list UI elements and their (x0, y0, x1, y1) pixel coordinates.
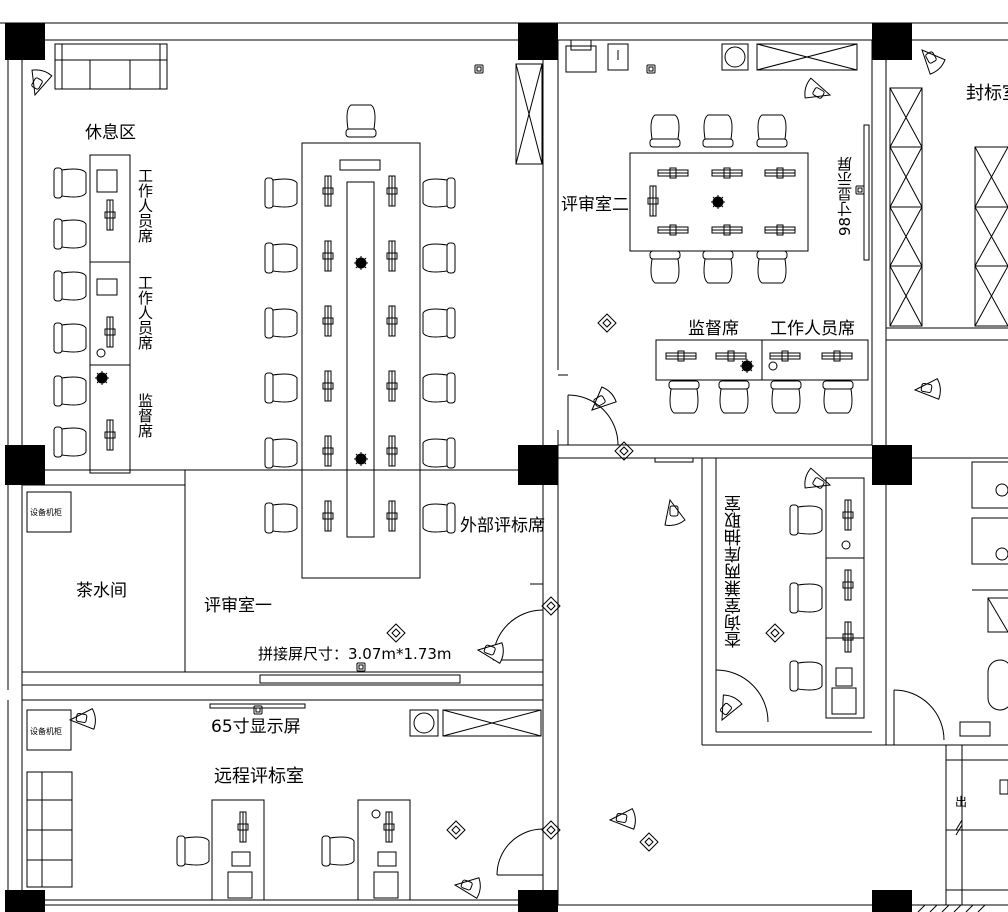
label-screen-98: 98寸显示屏 (836, 157, 854, 236)
label-supervision-seat: 监督席 (136, 393, 154, 438)
label-review-room-1: 评审室一 (204, 596, 272, 616)
pillar (872, 23, 912, 60)
pillar (518, 23, 558, 60)
conference-chairs (264, 104, 456, 534)
label-equip-cabinet-1: 设备机柜 (30, 507, 62, 517)
review-room-2-furniture (558, 39, 870, 463)
label-staff-seat-2: 工作人员席 (136, 275, 154, 350)
label-screen-65: 65寸显示屏 (211, 717, 301, 737)
label-staff-seat-3: 工作人员席 (770, 319, 855, 339)
storage-cabinet (515, 63, 543, 165)
staff-desks (89, 154, 131, 474)
pillar (5, 23, 45, 60)
label-external-bid-seat: 外部评标席 (460, 516, 545, 536)
label-supervision-seat-2: 监督席 (688, 319, 739, 339)
staff-chairs (53, 167, 118, 458)
hatched-corner (912, 904, 1008, 912)
conference-table (301, 142, 421, 579)
equipment-cabinets (26, 491, 72, 751)
sofa (54, 43, 168, 90)
remote-room-furniture (26, 703, 544, 901)
video-wall (259, 674, 461, 684)
pillars (5, 23, 912, 912)
label-review-room-2: 评审室二 (561, 195, 629, 215)
label-staff-seat-1: 工作人员席 (136, 168, 154, 243)
label-screen-size: 拼接屏尺寸：3.07m*1.73m (258, 645, 452, 663)
label-remote-room: 远程评标室 (214, 766, 304, 787)
pillar (872, 890, 912, 912)
query-room-furniture (715, 477, 865, 723)
label-exit: 出 (955, 795, 967, 809)
interior-walls (22, 40, 1008, 905)
outer-walls (0, 22, 1008, 906)
pillar (872, 445, 912, 485)
label-equip-cabinet-2: 设备机柜 (30, 726, 62, 736)
toilet-fixtures (955, 461, 1008, 836)
label-sealing-room: 封标室 (966, 83, 1008, 104)
pillar (5, 890, 45, 912)
label-tea-room: 茶水间 (76, 581, 127, 601)
pillar (518, 445, 558, 485)
pillar (5, 445, 45, 485)
room-labels: 休息区 工作人员席 工作人员席 监督席 外部评标席 评审室一 拼接屏尺寸：3.0… (30, 83, 1008, 809)
sealing-room-shelves (889, 87, 1008, 327)
label-query-room: 查询室兼两库抽取室 (725, 495, 746, 648)
pillar (518, 890, 558, 912)
label-rest-area: 休息区 (85, 123, 136, 143)
